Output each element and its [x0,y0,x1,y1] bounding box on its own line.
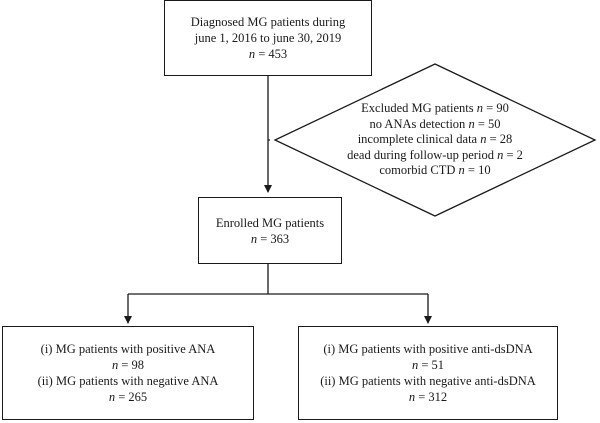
n-symbol: n [248,47,256,61]
dsdna-results-box: (i) MG patients with positive anti-dsDNA… [298,326,558,420]
excluded-ctd: comorbid CTD n = 10 [379,163,491,178]
excluded-no-ana: no ANAs detection n = 50 [369,116,501,131]
ana-positive-count: n = 98 [111,358,145,372]
diagnosed-patients-box: Diagnosed MG patients during june 1, 201… [164,0,372,76]
diagnosed-line1: Diagnosed MG patients during [190,15,346,29]
dsdna-negative-count: n = 312 [408,390,448,404]
ana-negative-label: (ii) MG patients with negative ANA [37,374,219,388]
excluded-text-block: Excluded MG patients n = 90 no ANAs dete… [315,96,555,184]
enrolled-patients-box: Enrolled MG patients n = 363 [198,197,342,264]
excluded-incomplete: incomplete clinical data n = 28 [357,132,513,147]
diagnosed-line2: june 1, 2016 to june 30, 2019 [194,31,342,45]
dsdna-negative-label: (ii) MG patients with negative anti-dsDN… [320,374,536,388]
ana-positive-label: (i) MG patients with positive ANA [40,342,216,356]
enrolled-label: Enrolled MG patients [215,215,325,230]
enrolled-count: n = 363 [250,231,290,246]
diagnosed-count-value: = 453 [255,47,288,61]
ana-results-box: (i) MG patients with positive ANA n = 98… [2,326,254,420]
excluded-diamond [273,63,597,217]
excluded-total: Excluded MG patients n = 90 [361,101,509,116]
excluded-dead: dead during follow-up period n = 2 [347,147,523,162]
diagnosed-count: n = 453 [249,46,287,62]
dsdna-positive-label: (i) MG patients with positive anti-dsDNA [323,342,533,356]
ana-negative-count: n = 265 [108,390,148,404]
dsdna-positive-count: n = 51 [411,358,445,372]
